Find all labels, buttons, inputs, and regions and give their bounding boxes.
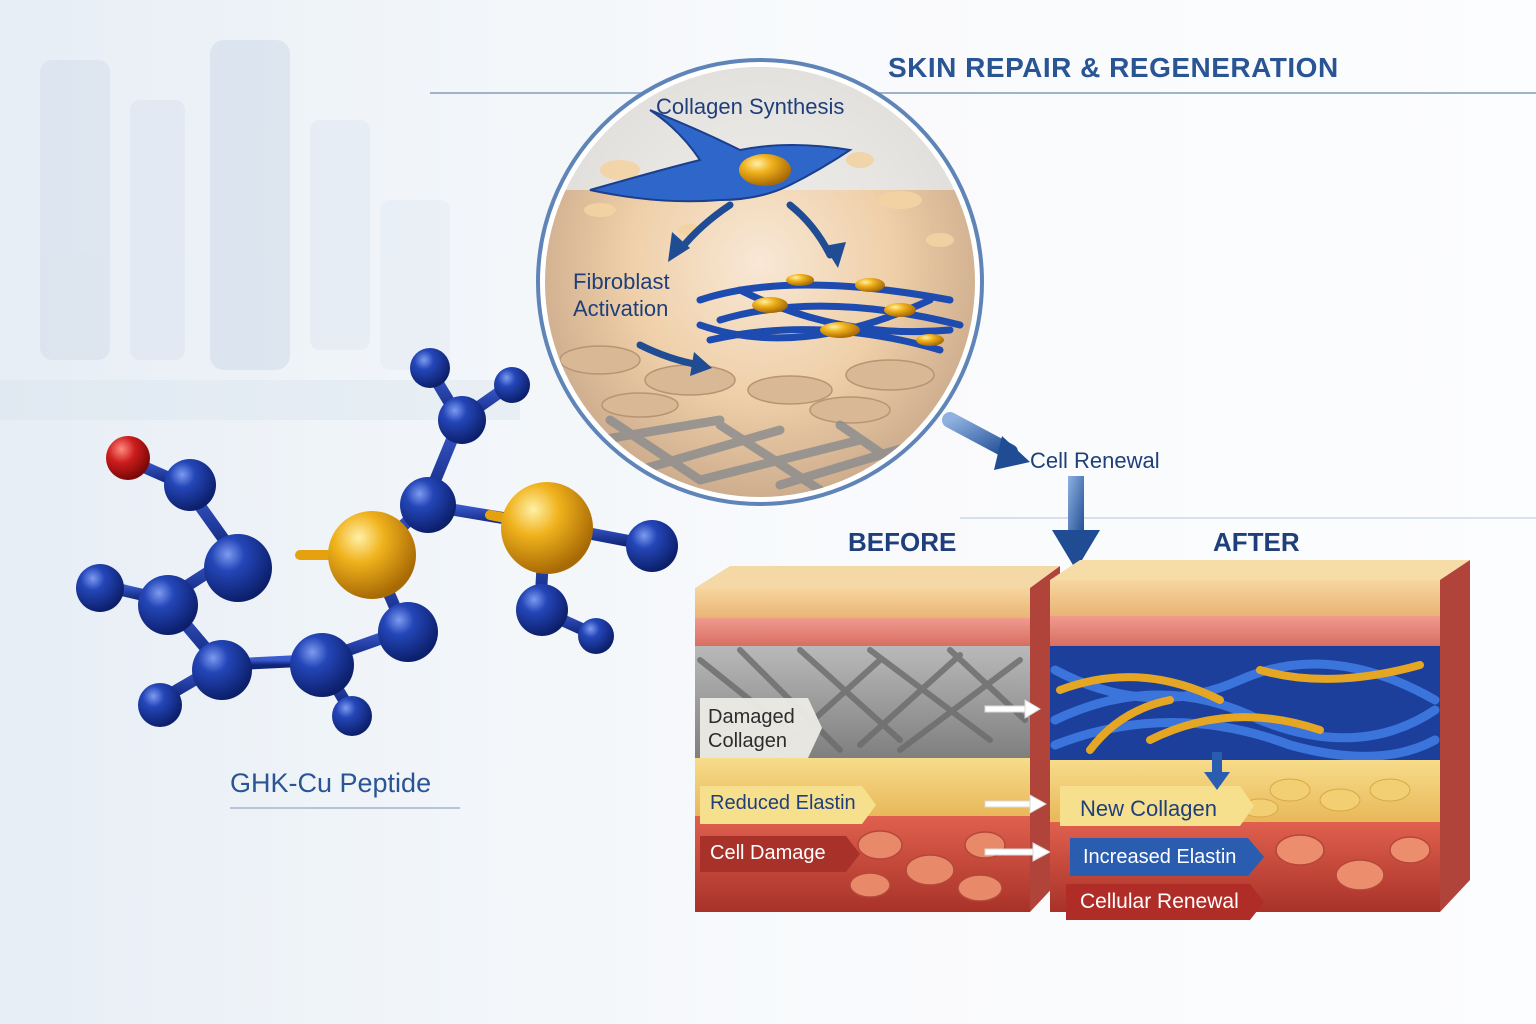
before-skin-block [695,566,1060,912]
cell-renewal-label: Cell Renewal [1030,448,1160,473]
ghk-cu-molecule [76,348,678,736]
increased-elastin-label: Increased Elastin [1083,846,1237,868]
fibroblast-activation-label: Fibroblast Activation [573,269,670,321]
before-heading: BEFORE [848,527,957,557]
molecule-label: GHK-Cu Peptide [230,768,432,798]
cellular-renewal-label: Cellular Renewal [1080,890,1239,913]
collagen-synthesis-label: Collagen Synthesis [656,94,845,119]
page-title: SKIN REPAIR & REGENERATION [888,52,1339,83]
new-collagen-label: New Collagen [1080,796,1217,821]
after-skin-block [1050,560,1470,920]
reduced-elastin-label: Reduced Elastin [710,792,856,814]
lab-background [0,40,520,420]
cell-renewal-arrow [942,412,1100,570]
after-heading: AFTER [1213,527,1300,557]
damaged-collagen-label: Damaged Collagen [708,706,795,752]
cell-damage-label: Cell Damage [710,842,826,864]
